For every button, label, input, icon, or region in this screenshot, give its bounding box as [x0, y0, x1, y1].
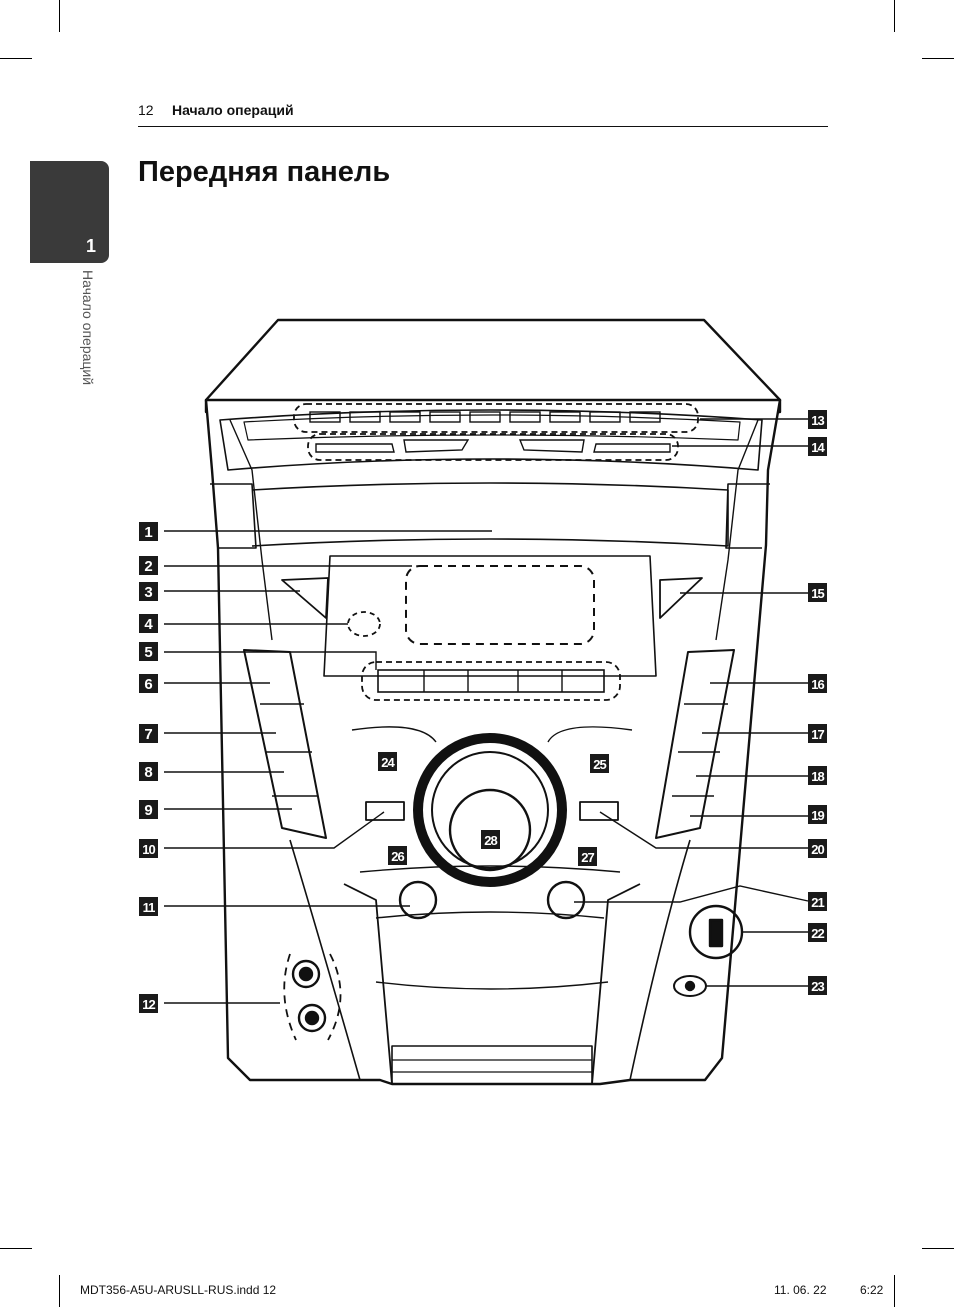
callout-15: 15 — [808, 583, 827, 602]
callout-label: 20 — [811, 842, 824, 857]
callout-label: 21 — [811, 895, 824, 910]
callout-20: 20 — [808, 839, 827, 858]
callout-label: 12 — [142, 997, 155, 1012]
callout-label: 10 — [142, 842, 155, 857]
callout-21: 21 — [808, 892, 827, 911]
leader-lines — [164, 418, 809, 1004]
footer-file: MDT356-A5U-ARUSLL-RUS.indd 12 — [80, 1283, 277, 1297]
page-title: Передняя панель — [138, 156, 391, 188]
callout-19: 19 — [808, 805, 827, 824]
callout-label: 16 — [811, 677, 824, 692]
callout-label: 3 — [144, 584, 152, 601]
callout-4: 4 — [139, 614, 158, 633]
callout-label: 18 — [811, 769, 824, 784]
callout-3: 3 — [139, 582, 158, 601]
callout-18: 18 — [808, 766, 827, 785]
crop-mark — [922, 58, 954, 59]
callouts-right: 13 14 15 16 17 18 19 20 21 22 23 — [808, 410, 827, 995]
callout-label: 4 — [144, 616, 153, 633]
callout-label: 11 — [143, 900, 156, 915]
callout-12: 12 — [139, 994, 158, 1013]
callout-label: 6 — [144, 676, 152, 693]
callout-label: 5 — [144, 644, 152, 661]
callout-17: 17 — [808, 724, 827, 743]
callout-label: 24 — [381, 755, 395, 770]
section-title: Начало операций — [172, 102, 294, 118]
callout-5: 5 — [139, 642, 158, 661]
crop-mark — [59, 0, 60, 32]
callout-16: 16 — [808, 674, 827, 693]
footer-date: 11. 06. 22 — [774, 1283, 827, 1297]
callout-label: 19 — [811, 808, 824, 823]
callout-label: 2 — [144, 558, 152, 575]
callout-label: 14 — [811, 440, 825, 455]
callout-6: 6 — [139, 674, 158, 693]
footer-time: 6:22 — [860, 1283, 884, 1297]
crop-mark — [894, 0, 895, 32]
chapter-label: Начало операций — [80, 270, 96, 386]
callout-23: 23 — [808, 976, 827, 995]
page-header: 12 Начало операций — [138, 100, 828, 127]
callout-7: 7 — [139, 724, 158, 743]
top-button-row — [283, 403, 699, 1041]
callout-label: 28 — [484, 833, 497, 848]
callout-25: 25 — [590, 754, 609, 773]
crop-mark — [922, 1248, 954, 1249]
crop-mark — [894, 1275, 895, 1307]
crop-mark — [0, 1248, 32, 1249]
callout-24: 24 — [378, 752, 397, 771]
callout-label: 8 — [144, 764, 152, 781]
callout-label: 26 — [391, 849, 404, 864]
callout-2: 2 — [139, 556, 158, 575]
callout-26: 26 — [388, 846, 407, 865]
callout-1: 1 — [139, 522, 158, 541]
callout-10: 10 — [139, 839, 158, 858]
callout-9: 9 — [139, 800, 158, 819]
page-number: 12 — [138, 102, 154, 118]
callout-27: 27 — [578, 847, 597, 866]
callout-22: 22 — [808, 923, 827, 942]
callout-label: 17 — [811, 727, 824, 742]
chapter-number: 1 — [85, 236, 96, 256]
callout-label: 27 — [581, 850, 594, 865]
crop-mark — [59, 1275, 60, 1307]
unit-outline — [204, 318, 782, 1086]
callout-13: 13 — [808, 410, 827, 429]
callout-14: 14 — [808, 437, 827, 456]
callout-28: 28 — [481, 830, 500, 849]
callout-label: 25 — [593, 757, 606, 772]
callout-label: 1 — [144, 524, 152, 541]
callout-8: 8 — [139, 762, 158, 781]
callout-label: 9 — [144, 802, 152, 819]
chapter-tab: 1 — [30, 161, 109, 263]
callout-label: 22 — [811, 926, 824, 941]
callout-label: 23 — [811, 979, 824, 994]
callout-label: 7 — [144, 726, 152, 743]
callout-11: 11 — [139, 897, 158, 916]
crop-mark — [0, 58, 32, 59]
callout-label: 15 — [811, 586, 824, 601]
callouts-inner: 24 25 26 27 28 — [378, 752, 609, 866]
callout-label: 13 — [811, 413, 824, 428]
